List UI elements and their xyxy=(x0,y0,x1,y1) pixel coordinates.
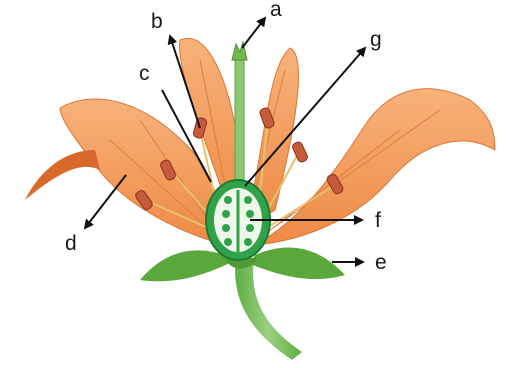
arrow-d xyxy=(85,175,126,228)
label-c: c xyxy=(139,62,150,85)
sepal-left xyxy=(140,250,232,281)
label-a: a xyxy=(270,0,282,21)
label-f: f xyxy=(375,209,381,232)
petal-left-tip xyxy=(25,150,100,200)
style xyxy=(235,58,244,186)
label-g: g xyxy=(370,28,382,51)
label-b: b xyxy=(151,10,163,33)
arrow-a xyxy=(242,18,265,48)
sepal-right xyxy=(250,248,345,280)
label-e: e xyxy=(375,251,387,274)
label-d: d xyxy=(65,232,77,255)
